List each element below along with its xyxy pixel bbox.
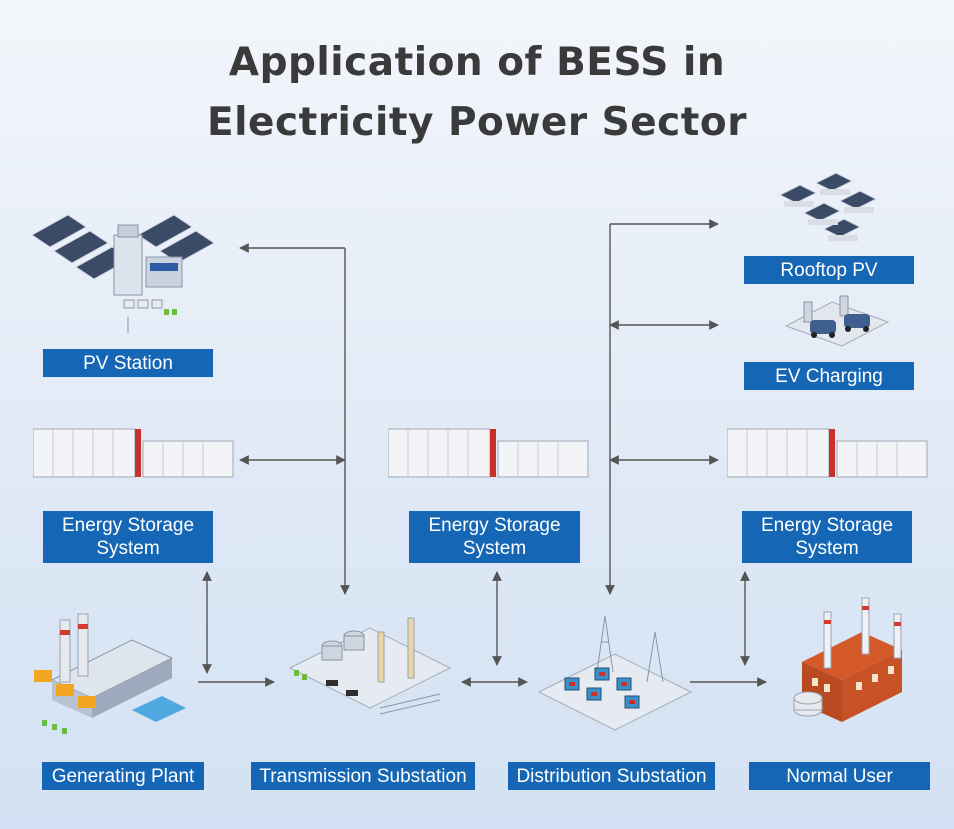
ess-left-icon <box>33 428 234 478</box>
generating-plant-label: Generating Plant <box>42 762 204 790</box>
ev-charging-text: EV Charging <box>775 365 883 387</box>
pv-station-icon <box>31 214 215 333</box>
rooftop-pv-text: Rooftop PV <box>780 259 878 281</box>
title-line-1: Application of BESS in <box>228 40 726 85</box>
rooftop-pv-icon <box>778 172 878 241</box>
ess-right-line1: Energy Storage <box>760 515 894 536</box>
ess-center-label: Energy Storage System <box>409 511 580 563</box>
transmission-substation-text: Transmission Substation <box>259 765 467 787</box>
ev-charging-label: EV Charging <box>744 362 914 390</box>
generating-plant-icon <box>34 613 186 734</box>
distribution-substation-text: Distribution Substation <box>516 765 707 787</box>
transmission-substation-label: Transmission Substation <box>251 762 475 790</box>
title-line-2: Electricity Power Sector <box>207 100 747 145</box>
ess-right-label: Energy Storage System <box>742 511 912 563</box>
ev-charging-icon <box>784 295 890 347</box>
normal-user-text: Normal User <box>786 765 893 787</box>
ess-left-label: Energy Storage System <box>43 511 213 563</box>
ess-left-line1: Energy Storage <box>61 515 195 536</box>
generating-plant-text: Generating Plant <box>51 765 195 787</box>
ess-right-line2: System <box>795 538 859 559</box>
ess-right-icon <box>727 428 928 478</box>
normal-user-label: Normal User <box>749 762 930 790</box>
rooftop-pv-label: Rooftop PV <box>744 256 914 284</box>
ess-center-line2: System <box>462 538 527 559</box>
pv-station-text: PV Station <box>83 352 173 374</box>
ess-left-line2: System <box>96 538 160 559</box>
transmission-substation-icon <box>288 617 452 715</box>
ess-center-icon <box>388 428 589 478</box>
distribution-substation-label: Distribution Substation <box>508 762 715 790</box>
distribution-substation-icon <box>537 615 693 731</box>
normal-user-icon <box>793 597 902 722</box>
pv-station-label: PV Station <box>43 349 213 377</box>
ess-center-line1: Energy Storage <box>428 515 561 536</box>
